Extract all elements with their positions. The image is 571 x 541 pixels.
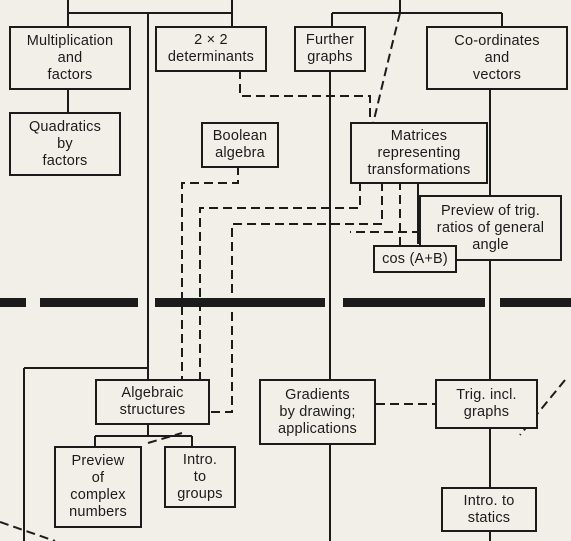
divider-segment <box>500 298 571 307</box>
divider-segment <box>0 298 26 307</box>
box-further-graphs: Further graphs <box>294 26 366 72</box>
box-multiplication-factors: Multiplication and factors <box>9 26 131 90</box>
box-algebraic-structures: Algebraic structures <box>95 379 210 425</box>
box-trig-incl-graphs: Trig. incl. graphs <box>435 379 538 429</box>
section-divider <box>0 298 571 307</box>
divider-segment <box>343 298 485 307</box>
dashed-connector <box>203 182 383 413</box>
box-intro-to-groups: Intro. to groups <box>164 446 236 508</box>
box-coordinates-vectors: Co-ordinates and vectors <box>426 26 568 90</box>
box-quadratics-by-factors: Quadratics by factors <box>9 112 121 176</box>
dashed-connector <box>0 521 56 541</box>
dashed-connector <box>239 70 371 122</box>
dashed-connector <box>181 166 239 380</box>
box-intro-to-statics: Intro. to statics <box>441 487 537 532</box>
dashed-connector <box>371 12 401 129</box>
divider-segment <box>155 298 325 307</box>
box-gradients-by-drawing: Gradients by drawing; applications <box>259 379 376 445</box>
box-preview-complex-numbers: Preview of complex numbers <box>54 446 142 528</box>
dashed-connector <box>199 182 361 380</box>
box-cos-a-plus-b: cos (A+B) <box>373 245 457 273</box>
divider-segment <box>40 298 138 307</box>
box-boolean-algebra: Boolean algebra <box>201 122 279 168</box>
dashed-connector <box>147 432 183 444</box>
box-matrices-transformations: Matrices representing transformations <box>350 122 488 184</box>
box-2x2-determinants: 2 × 2 determinants <box>155 26 267 72</box>
